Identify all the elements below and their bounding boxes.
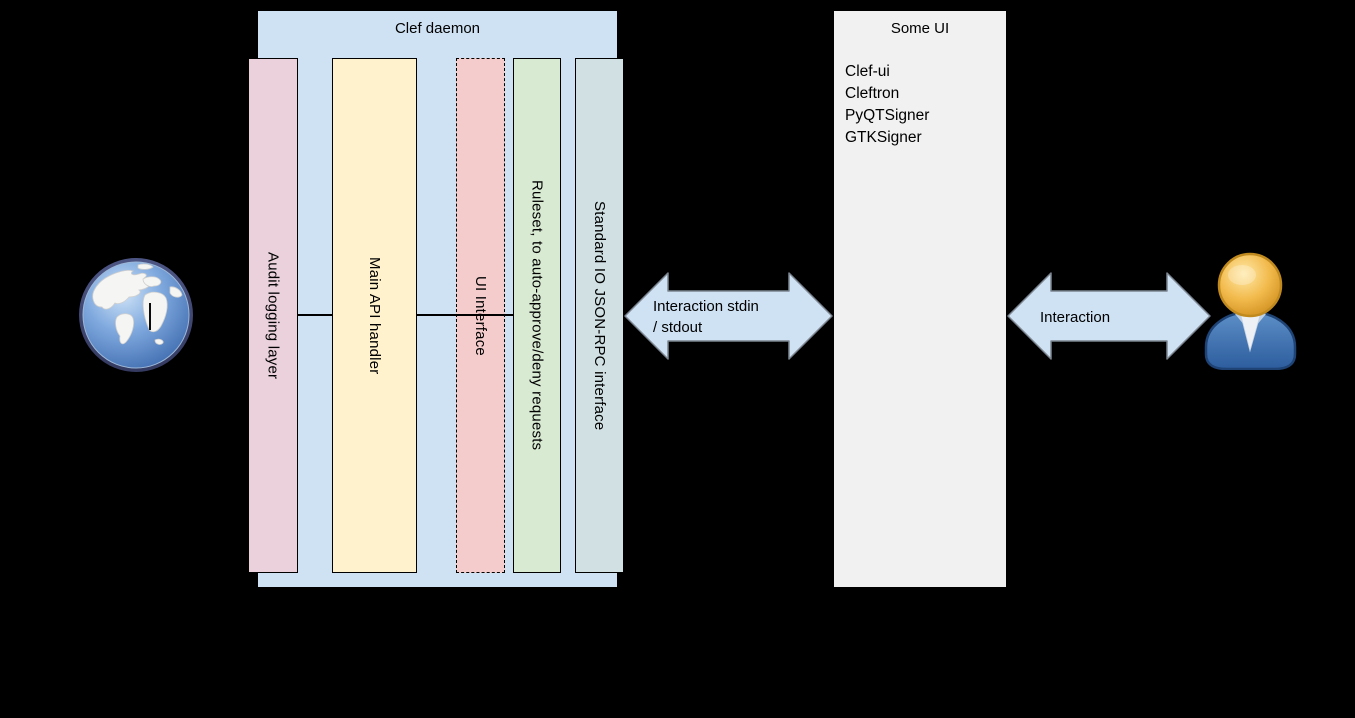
stdio-arrow-label-line1: Interaction stdin xyxy=(653,298,759,315)
some-ui-title: Some UI xyxy=(890,20,950,37)
bar-label: Audit logging layer xyxy=(264,251,282,380)
bar-ruleset: Ruleset, to auto-approve/deny requests xyxy=(513,58,561,573)
list-item: Clef-ui xyxy=(845,63,890,80)
some-ui-box xyxy=(833,10,1007,588)
clef-daemon-title: Clef daemon xyxy=(394,20,481,37)
user-icon xyxy=(1202,252,1299,371)
list-item: GTKSigner xyxy=(845,129,922,146)
user-arrow-label: Interaction xyxy=(1040,307,1110,328)
bar-label: Main API handler xyxy=(366,256,383,375)
bar-label: Standard IO JSON-RPC interface xyxy=(591,200,608,431)
user-arrow-label-line1: Interaction xyxy=(1040,309,1111,326)
user-arrow xyxy=(1007,272,1211,360)
some-ui-list: Clef-ui Cleftron PyQTSigner GTKSigner xyxy=(845,61,929,149)
globe-icon xyxy=(75,255,197,375)
bar-audit-logging-layer: Audit logging layer xyxy=(248,58,298,573)
globe-tick-mark xyxy=(149,303,151,330)
bar-main-api-handler: Main API handler xyxy=(332,58,417,573)
list-item: PyQTSigner xyxy=(845,107,930,124)
bar-label: Ruleset, to auto-approve/deny requests xyxy=(528,180,546,451)
stdio-arrow-label: Interaction stdin / stdout xyxy=(653,296,759,338)
stdio-arrow xyxy=(624,272,833,360)
list-item: Cleftron xyxy=(845,85,900,102)
connector-line xyxy=(417,314,513,316)
connector-line xyxy=(298,314,332,316)
bar-stdio-jsonrpc-interface: Standard IO JSON-RPC interface xyxy=(575,58,624,573)
stdio-arrow-label-line2: / stdout xyxy=(653,319,703,336)
clef-daemon-box xyxy=(257,10,618,588)
